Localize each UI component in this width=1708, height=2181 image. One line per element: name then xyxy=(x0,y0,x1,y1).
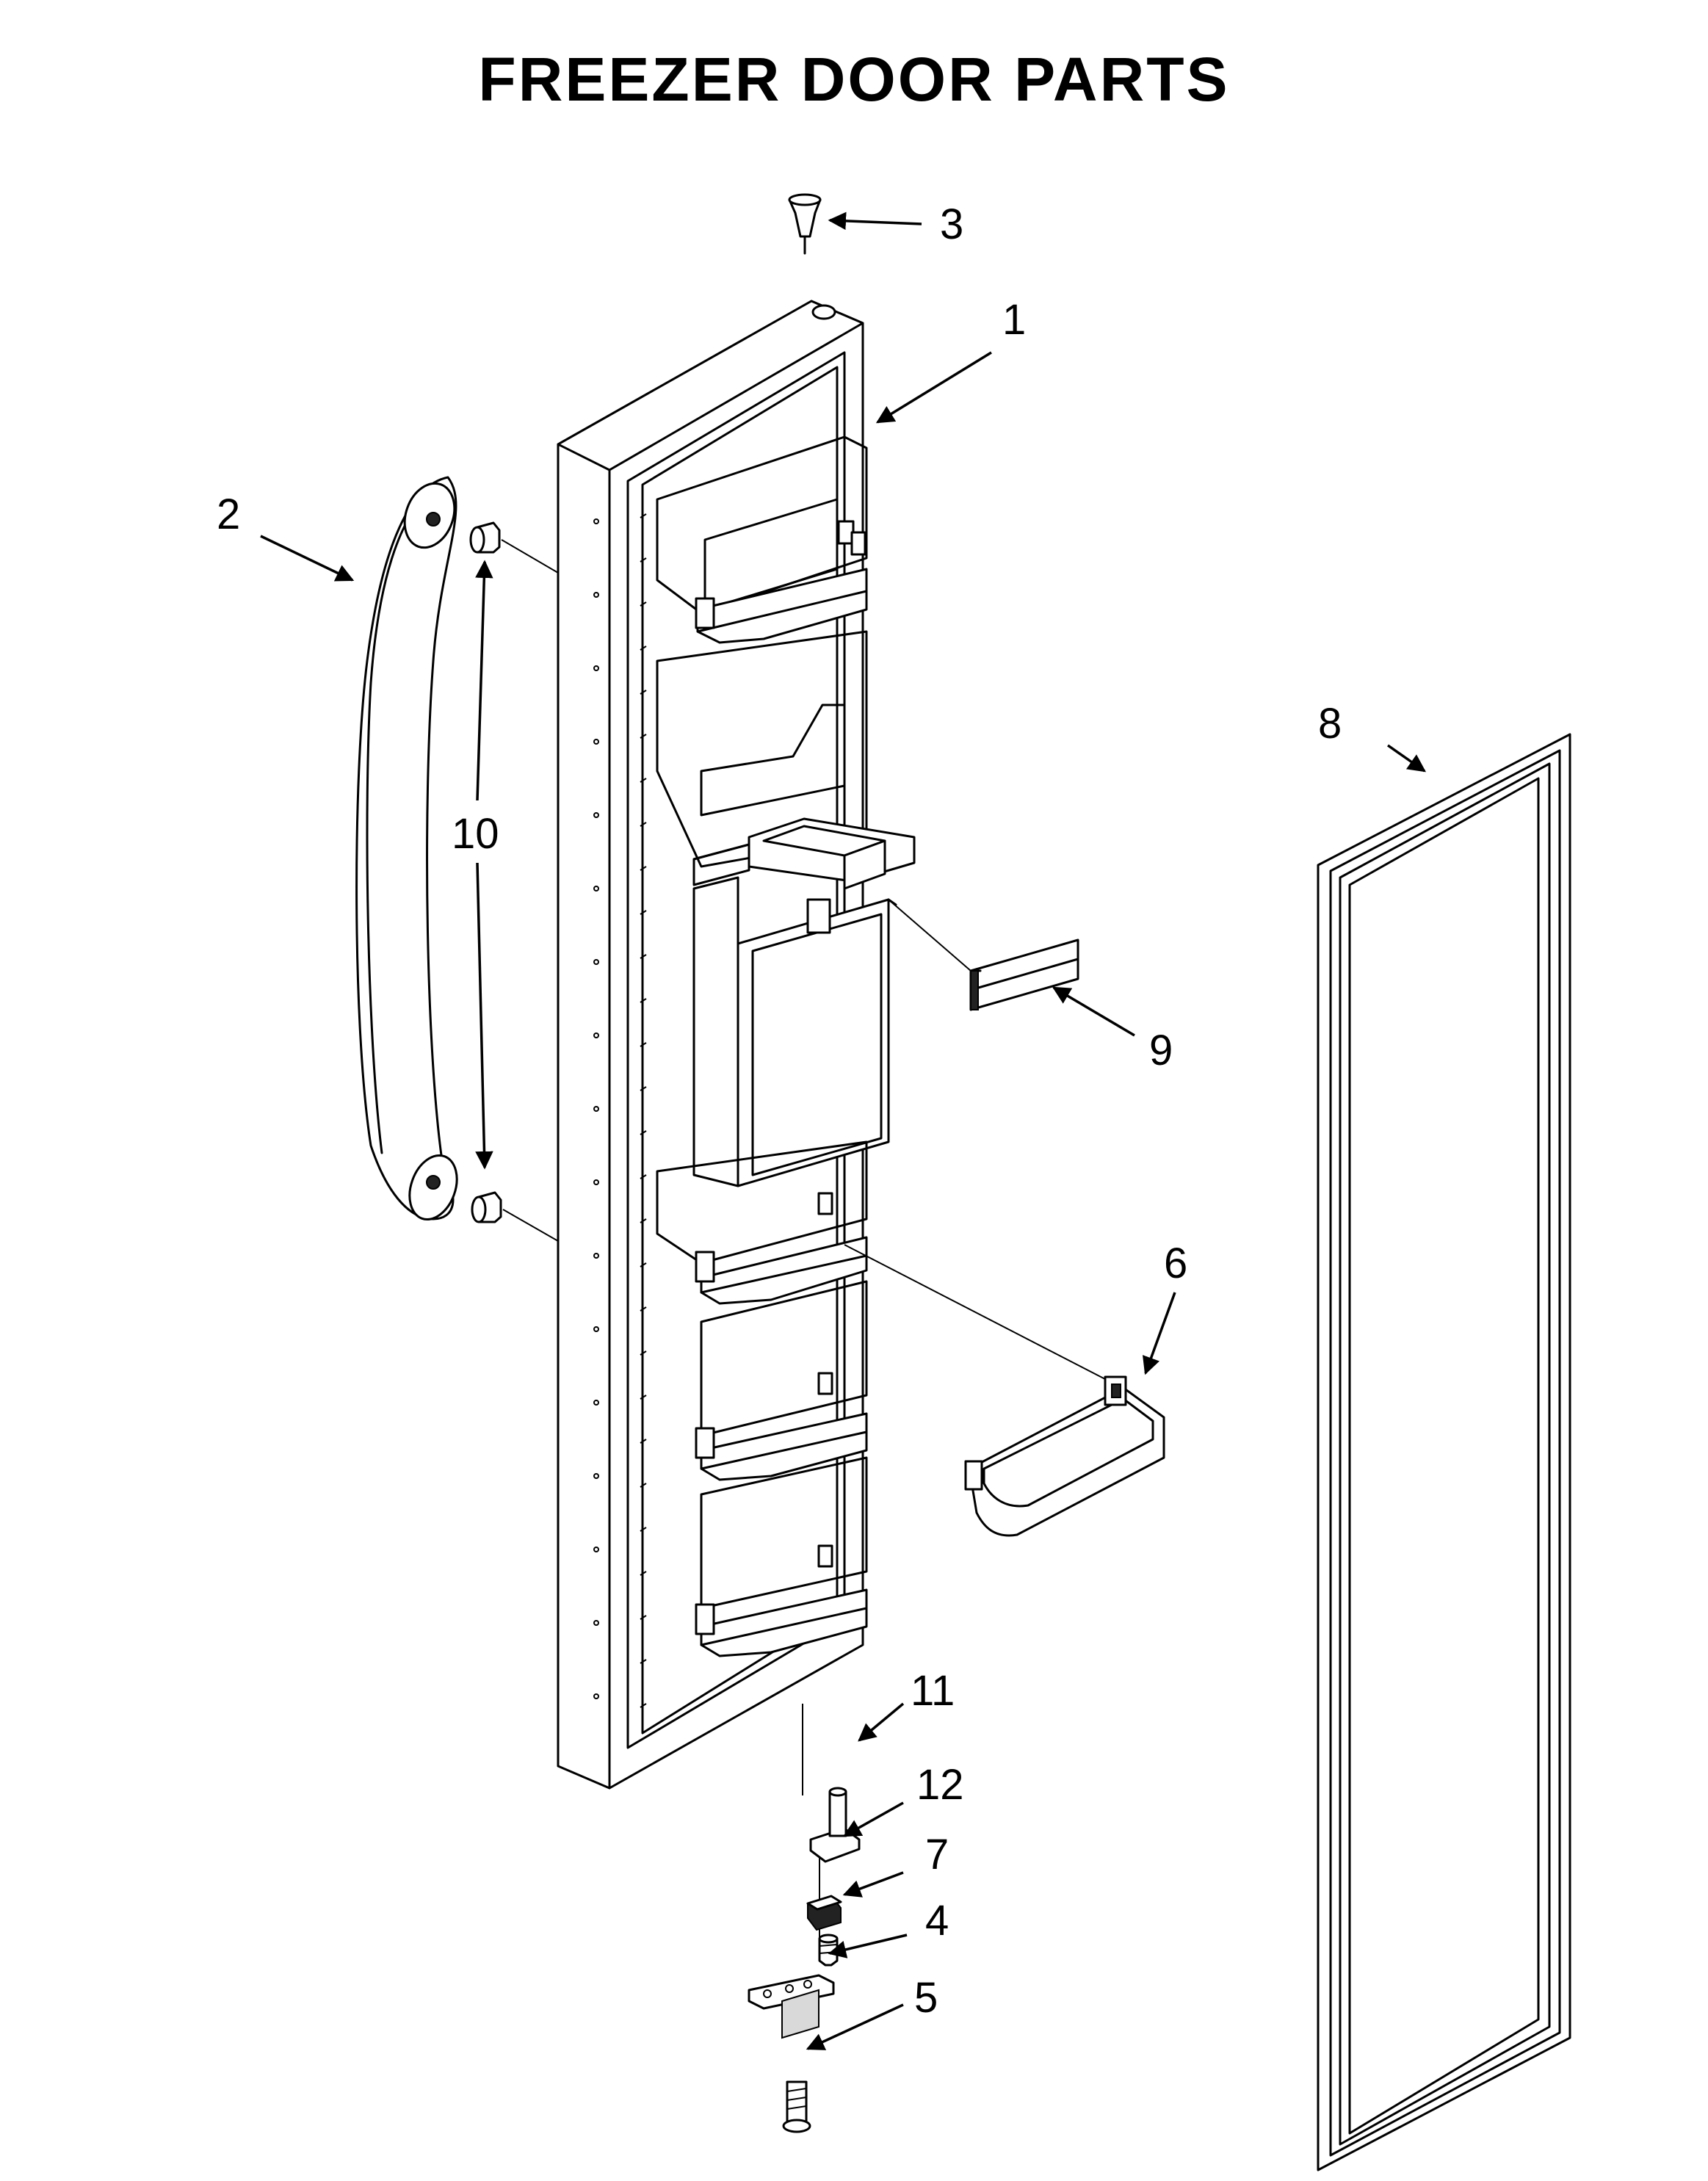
arrow-1 xyxy=(875,351,992,424)
arrow-10-up xyxy=(475,560,493,801)
arrow-11 xyxy=(858,1702,905,1742)
hinge-screw-part-5 xyxy=(782,2080,811,2133)
hinge-bushing-part-3 xyxy=(788,193,822,255)
callout-4: 4 xyxy=(925,1897,949,1945)
callout-3: 3 xyxy=(940,200,963,248)
handle-studs-part-10 xyxy=(469,521,559,1242)
callout-2: 2 xyxy=(217,491,240,538)
arrow-12 xyxy=(842,1801,904,1837)
door-side-holes xyxy=(593,518,599,1699)
arrow-8 xyxy=(1386,744,1427,773)
door-handle-part-2 xyxy=(355,476,458,1221)
hinge-screw-part-7 xyxy=(818,1934,839,1967)
callout-5: 5 xyxy=(914,1974,938,2022)
arrow-6 xyxy=(1143,1292,1176,1375)
callout-10: 10 xyxy=(452,810,499,858)
page-title: FREEZER DOOR PARTS xyxy=(478,45,1230,114)
arrow-10-down xyxy=(475,862,493,1170)
callout-12: 12 xyxy=(916,1761,964,1809)
callout-6: 6 xyxy=(1164,1240,1187,1287)
arrow-2 xyxy=(260,535,355,582)
arrow-5 xyxy=(806,2003,904,2050)
callout-labels: 3 1 2 10 8 9 6 11 12 7 4 5 xyxy=(217,200,1342,2022)
hinge-pin-part-11 xyxy=(809,1787,861,1863)
door-liner-shelves xyxy=(656,435,916,1657)
callout-11: 11 xyxy=(911,1667,955,1715)
arrow-9 xyxy=(1052,986,1135,1037)
callout-9: 9 xyxy=(1149,1027,1173,1074)
leader-arrows xyxy=(260,211,1427,2050)
bottom-hinge-assembly xyxy=(748,1704,861,2133)
hinge-bearing-part-12 xyxy=(806,1895,842,1931)
arrow-4 xyxy=(828,1934,908,1958)
shelf-bin-part-6 xyxy=(844,1244,1165,1537)
arrow-3 xyxy=(828,211,922,231)
callout-8: 8 xyxy=(1318,700,1342,748)
freezer-door-part-1 xyxy=(557,300,916,1790)
trim-strip-part-9 xyxy=(888,899,1079,1011)
callout-1: 1 xyxy=(1002,296,1026,344)
hinge-bracket-part-4 xyxy=(748,1974,835,2039)
callout-7: 7 xyxy=(925,1831,949,1878)
arrow-7 xyxy=(842,1871,904,1898)
gasket-hatching xyxy=(640,513,647,1708)
door-gasket-part-8 xyxy=(1317,733,1571,2171)
